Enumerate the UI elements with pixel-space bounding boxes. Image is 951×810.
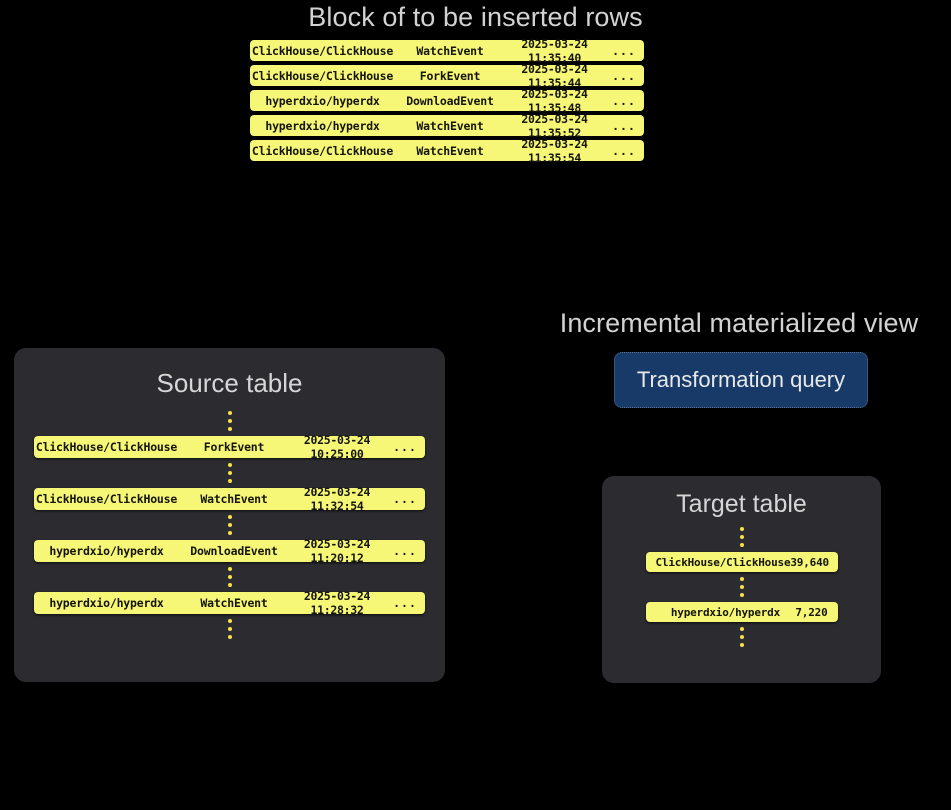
table-row: ClickHouse/ClickHouse ForkEvent 2025-03-…: [34, 433, 425, 461]
table-row: hyperdxio/hyperdx WatchEvent 2025-03-24 …: [34, 589, 425, 617]
row-event: DownloadEvent: [406, 93, 494, 108]
ellipsis-dots-icon: [646, 627, 838, 647]
row-repository: hyperdxio/hyperdx: [670, 605, 781, 619]
table-row: ClickHouse/ClickHouse WatchEvent 2025-03…: [250, 137, 644, 165]
source-table-panel: Source table ClickHouse/ClickHouse ForkE…: [14, 348, 445, 682]
row-repository: ClickHouse/ClickHouse: [251, 43, 394, 58]
row-event: ForkEvent: [203, 440, 265, 454]
row-repository: hyperdxio/hyperdx: [49, 544, 164, 558]
row-timestamp: 2025-03-24 11:35:54: [521, 136, 588, 165]
ellipsis-dots-icon: [34, 515, 425, 535]
row-repository: hyperdxio/hyperdx: [265, 93, 380, 108]
table-row: ClickHouse/ClickHouse WatchEvent 2025-03…: [250, 37, 644, 65]
row-timestamp: 2025-03-24 11:20:12: [303, 537, 371, 565]
row-ellipsis: ...: [612, 68, 636, 83]
row-repository: hyperdxio/hyperdx: [49, 596, 164, 610]
ellipsis-dots-icon: [34, 463, 425, 483]
row-event: DownloadEvent: [190, 544, 278, 558]
ellipsis-dots-icon: [646, 577, 838, 597]
row-ellipsis: ...: [393, 492, 417, 506]
insert-block-title: Block of to be inserted rows: [308, 2, 643, 32]
ellipsis-dots-icon: [34, 411, 425, 431]
table-row: hyperdxio/hyperdx WatchEvent 2025-03-24 …: [250, 112, 644, 140]
row-timestamp: 2025-03-24 11:35:44: [521, 61, 588, 90]
row-count: 7,220: [795, 605, 828, 619]
row-repository: ClickHouse/ClickHouse: [35, 492, 178, 506]
table-row: ClickHouse/ClickHouse 39,640: [645, 552, 838, 572]
row-event: WatchEvent: [200, 492, 268, 506]
row-timestamp: 2025-03-24 11:32:54: [303, 485, 371, 513]
insert-block: ClickHouse/ClickHouse WatchEvent 2025-03…: [250, 37, 644, 165]
row-event: WatchEvent: [416, 118, 484, 133]
row-repository: ClickHouse/ClickHouse: [251, 68, 394, 83]
row-timestamp: 2025-03-24 10:25:00: [303, 433, 371, 461]
row-ellipsis: ...: [612, 118, 636, 133]
target-table-rows: ClickHouse/ClickHouse 39,640 hyperdxio/h…: [645, 527, 838, 647]
row-ellipsis: ...: [393, 440, 417, 454]
ellipsis-dots-icon: [34, 567, 425, 587]
target-table-title: Target table: [676, 490, 807, 518]
row-repository: ClickHouse/ClickHouse: [35, 440, 178, 454]
ellipsis-dots-icon: [646, 527, 838, 547]
row-ellipsis: ...: [393, 596, 417, 610]
source-table-rows: ClickHouse/ClickHouse ForkEvent 2025-03-…: [34, 411, 425, 639]
table-row: hyperdxio/hyperdx 7,220: [645, 602, 838, 622]
row-timestamp: 2025-03-24 11:28:32: [303, 589, 371, 617]
row-event: WatchEvent: [416, 143, 484, 158]
row-event: WatchEvent: [200, 596, 268, 610]
row-timestamp: 2025-03-24 11:35:40: [521, 36, 588, 65]
row-ellipsis: ...: [612, 43, 636, 58]
row-count: 39,640: [790, 555, 829, 569]
row-repository: ClickHouse/ClickHouse: [251, 143, 394, 158]
transformation-query-box[interactable]: Transformation query: [614, 352, 868, 408]
row-ellipsis: ...: [393, 544, 417, 558]
table-row: ClickHouse/ClickHouse WatchEvent 2025-03…: [34, 485, 425, 513]
table-row: ClickHouse/ClickHouse ForkEvent 2025-03-…: [250, 62, 644, 90]
ellipsis-dots-icon: [34, 619, 425, 639]
materialized-view-title: Incremental materialized view: [559, 308, 919, 338]
row-event: ForkEvent: [419, 68, 481, 83]
row-ellipsis: ...: [612, 143, 636, 158]
source-table-title: Source table: [156, 368, 303, 398]
table-row: hyperdxio/hyperdx DownloadEvent 2025-03-…: [250, 87, 644, 115]
row-event: WatchEvent: [416, 43, 484, 58]
row-repository: hyperdxio/hyperdx: [265, 118, 380, 133]
table-row: hyperdxio/hyperdx DownloadEvent 2025-03-…: [34, 537, 425, 565]
row-repository: ClickHouse/ClickHouse: [655, 555, 791, 569]
row-timestamp: 2025-03-24 11:35:48: [521, 86, 588, 115]
row-timestamp: 2025-03-24 11:35:52: [521, 111, 588, 140]
row-ellipsis: ...: [612, 93, 636, 108]
target-table-panel: Target table ClickHouse/ClickHouse 39,64…: [602, 476, 881, 683]
